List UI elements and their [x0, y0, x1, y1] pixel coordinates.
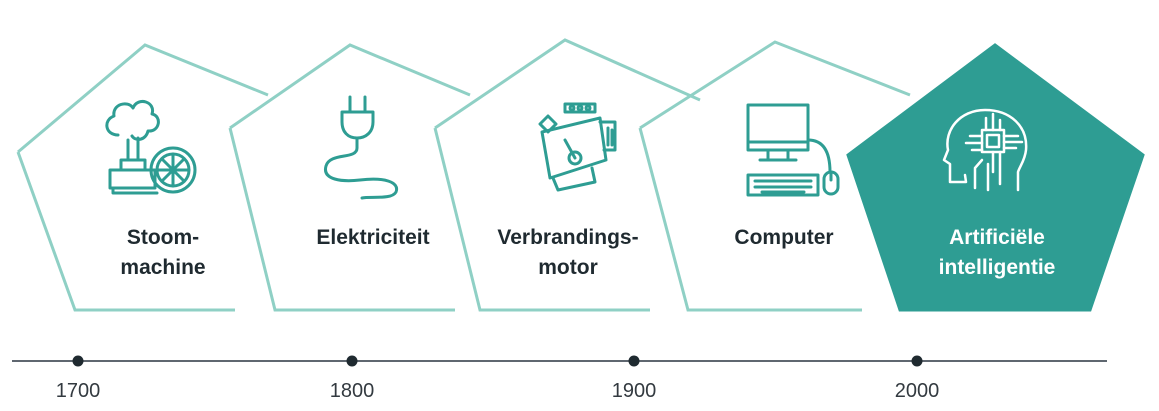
year-label: 1700	[56, 380, 101, 402]
pentagon-ai	[846, 43, 1145, 312]
stage-label-1: Stoom-machine	[120, 226, 205, 279]
stage-label-line: Verbrandings-	[497, 226, 638, 249]
stage-label-line: Stoom-	[127, 226, 199, 249]
timeline-axis: 1700 1800 1900 2000	[12, 355, 1107, 402]
timeline-dot	[72, 355, 84, 367]
stage-labels: Stoom-machine Elektriciteit Verbrandings-m…	[120, 226, 1055, 279]
combustion-engine-icon	[538, 102, 617, 192]
pentagon-layer	[16, 38, 1145, 312]
electric-plug-icon	[324, 95, 399, 200]
stage-label-5: Artificiële intelligentie	[939, 226, 1056, 279]
stage-label-line: machine	[120, 256, 205, 279]
stage-label-line: motor	[538, 256, 598, 279]
stage-label-line: Computer	[734, 226, 833, 249]
pentagon-verbrandingsmotor	[434, 38, 701, 130]
pentagon-stoommachine-lower	[16, 151, 235, 312]
year-label: 2000	[895, 380, 940, 402]
pentagon-elektriciteit-lower	[228, 127, 455, 312]
pentagon-computer-lower	[638, 127, 862, 312]
timeline-dot	[911, 355, 923, 367]
desktop-computer-icon	[746, 103, 840, 197]
steam-engine-icon	[105, 99, 197, 195]
timeline-dot	[346, 355, 358, 367]
ai-brain-chip-icon	[942, 108, 1028, 192]
stage-label-3: Verbrandings-motor	[497, 226, 638, 279]
pentagon-computer	[639, 40, 911, 130]
year-label: 1800	[330, 380, 375, 402]
year-label: 1900	[612, 380, 657, 402]
stage-label-2: Elektriciteit	[316, 226, 429, 249]
timeline-dot	[628, 355, 640, 367]
stage-label-4: Computer	[734, 226, 833, 249]
pentagon-verbrandingsmotor-lower	[433, 127, 650, 312]
stage-label-line: intelligentie	[939, 256, 1056, 279]
stage-label-line: Artificiële	[949, 226, 1045, 249]
pentagon-stoommachine	[17, 43, 269, 154]
stage-label-line: Elektriciteit	[316, 226, 429, 249]
pentagon-elektriciteit	[229, 43, 471, 130]
